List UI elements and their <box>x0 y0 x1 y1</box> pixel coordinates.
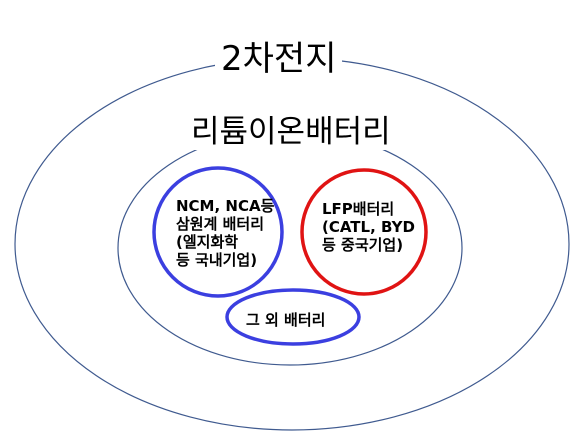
lfp-circle <box>300 168 428 296</box>
ncm-line: 삼원계 배터리 <box>176 215 265 233</box>
inner-title: 리튬이온배터리 <box>185 115 397 150</box>
lfp-line: LFP배터리 <box>322 200 395 218</box>
lfp-line: (CATL, BYD <box>322 218 415 236</box>
ncm-circle <box>152 166 284 298</box>
other-battery-ellipse <box>225 288 361 346</box>
ncm-line: NCM, NCA등 <box>176 197 275 215</box>
lfp-line: 등 중국기업) <box>322 236 404 254</box>
outer-title: 2차전지 <box>215 40 343 78</box>
lfp-label: LFP배터리 (CATL, BYD 등 중국기업) <box>322 200 415 254</box>
ncm-line: 등 국내기업) <box>176 251 258 269</box>
other-battery-label: 그 외 배터리 <box>246 311 326 329</box>
ncm-line: (엘지화학 <box>176 233 239 251</box>
ncm-label: NCM, NCA등 삼원계 배터리 (엘지화학 등 국내기업) <box>176 197 274 269</box>
